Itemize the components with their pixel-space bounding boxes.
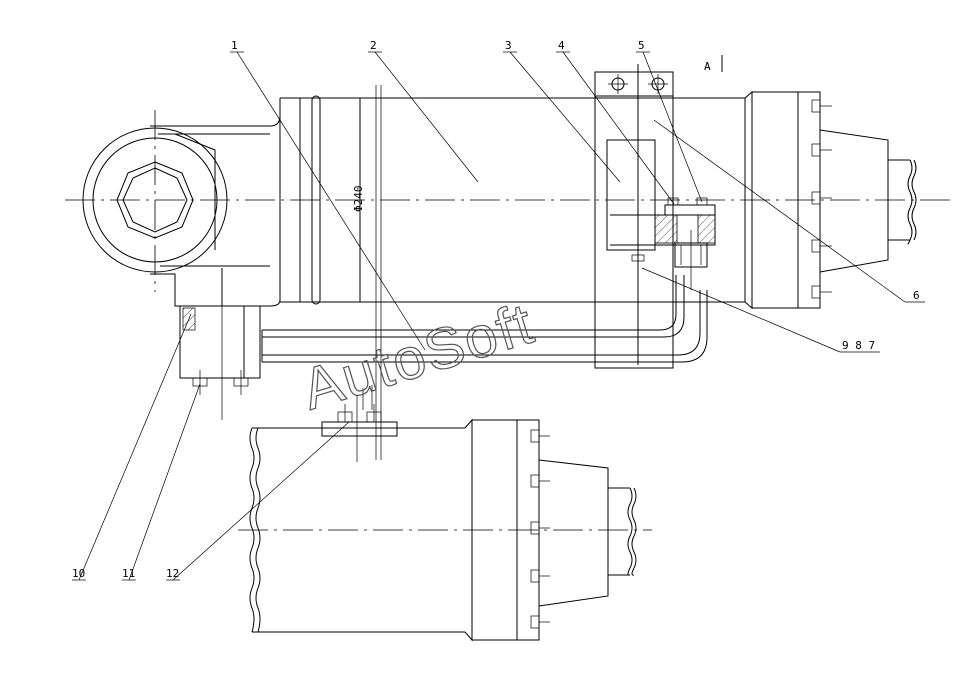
part-labels: 1 2 3 4 5 6 9 8 7 10 11 12 A Φ240 xyxy=(72,39,920,580)
part-label-11: 11 xyxy=(122,567,135,580)
part-label-9-8-7: 9 8 7 xyxy=(842,339,875,352)
view-mark-a: A xyxy=(704,60,711,73)
oil-pipes xyxy=(179,275,708,420)
part-label-12: 12 xyxy=(166,567,179,580)
part-label-2: 2 xyxy=(370,39,377,52)
part-label-1: 1 xyxy=(231,39,238,52)
rear-clevis xyxy=(82,115,281,307)
part-label-6: 6 xyxy=(913,289,920,302)
part-label-3: 3 xyxy=(505,39,512,52)
watermark: AutoSoft xyxy=(295,291,542,423)
part-label-5: 5 xyxy=(638,39,645,52)
view-a-lower xyxy=(238,395,652,642)
part-label-10: 10 xyxy=(72,567,85,580)
leader-lines xyxy=(72,51,925,581)
front-flange xyxy=(744,90,917,310)
diameter-dimension: Φ240 xyxy=(352,186,365,213)
valve-bracket xyxy=(594,64,716,369)
part-label-4: 4 xyxy=(558,39,565,52)
